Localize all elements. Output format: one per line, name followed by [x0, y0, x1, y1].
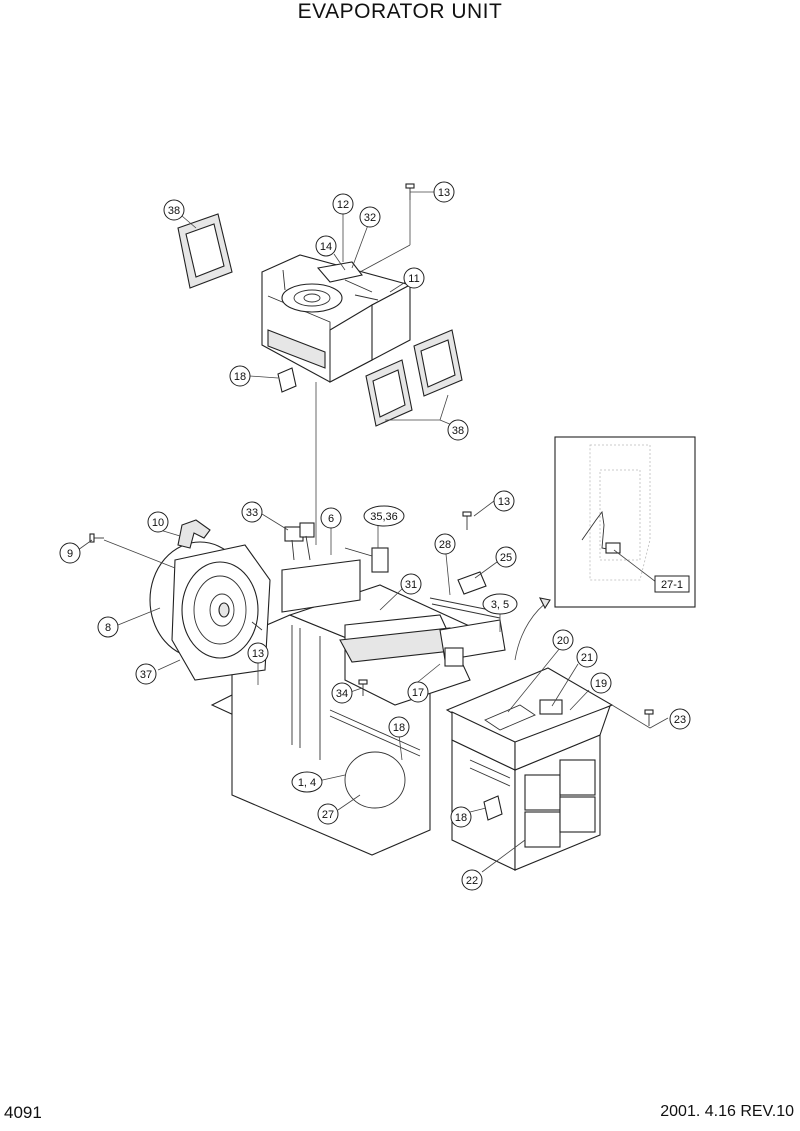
svg-text:22: 22: [466, 875, 478, 887]
callout-27-1: 27-1: [654, 575, 690, 593]
callout-9: 9: [59, 542, 81, 564]
callout-14: 14: [315, 235, 337, 257]
callout-3-5: 3, 5: [482, 593, 518, 615]
svg-text:35,36: 35,36: [370, 511, 398, 523]
callout-11: 11: [403, 267, 425, 289]
svg-text:33: 33: [246, 507, 258, 519]
svg-text:38: 38: [168, 205, 180, 217]
main-body-part: [210, 559, 506, 856]
svg-text:12: 12: [337, 199, 349, 211]
svg-text:18: 18: [455, 812, 467, 824]
clamp-part: [457, 571, 487, 595]
svg-text:10: 10: [152, 517, 164, 529]
callout-38: 38: [447, 419, 469, 441]
svg-text:13: 13: [438, 187, 450, 199]
svg-text:18: 18: [393, 722, 405, 734]
svg-text:17: 17: [412, 687, 424, 699]
svg-text:27: 27: [322, 809, 334, 821]
callout-18: 18: [450, 806, 472, 828]
gasket-38-top: [177, 213, 233, 289]
callout-25: 25: [495, 546, 517, 568]
callout-27: 27: [317, 803, 339, 825]
svg-text:11: 11: [408, 273, 419, 285]
callout-18: 18: [229, 365, 251, 387]
callout-1-4: 1, 4: [291, 771, 323, 793]
screw-icon: [89, 183, 654, 726]
svg-text:25: 25: [500, 552, 512, 564]
callout-37: 37: [135, 663, 157, 685]
page-number: 4091: [4, 1103, 42, 1122]
callout-6: 6: [320, 507, 342, 529]
callout-8: 8: [97, 616, 119, 638]
callout-13: 13: [247, 642, 269, 664]
svg-text:1, 4: 1, 4: [298, 777, 316, 789]
callout-32: 32: [359, 206, 381, 228]
callout-35-36: 35,36: [363, 505, 405, 527]
svg-text:3, 5: 3, 5: [491, 599, 509, 611]
control-box-part: [445, 667, 614, 871]
svg-text:28: 28: [439, 539, 451, 551]
svg-text:37: 37: [140, 669, 152, 681]
page-title: EVAPORATOR UNIT: [297, 0, 503, 23]
callout-18: 18: [388, 716, 410, 738]
clip-18-box: [483, 795, 503, 821]
clip-18-top: [277, 367, 297, 393]
svg-text:19: 19: [595, 678, 607, 690]
svg-text:14: 14: [320, 241, 332, 253]
callout-22: 22: [461, 869, 483, 891]
svg-text:6: 6: [328, 513, 334, 525]
hose-part: [177, 519, 211, 549]
svg-text:18: 18: [234, 371, 246, 383]
svg-text:32: 32: [364, 212, 376, 224]
connector-33-part: [284, 522, 315, 561]
svg-text:13: 13: [498, 496, 510, 508]
callout-19: 19: [590, 672, 612, 694]
svg-text:8: 8: [105, 622, 111, 634]
callout-31: 31: [400, 573, 422, 595]
upper-case-part: [261, 254, 412, 383]
callout-38: 38: [163, 199, 185, 221]
connector-35-part: [344, 547, 389, 573]
svg-text:27-1: 27-1: [661, 579, 683, 591]
callout-23: 23: [669, 708, 691, 730]
svg-text:34: 34: [336, 688, 348, 700]
revision-date: 2001. 4.16 REV.10: [660, 1103, 794, 1120]
gasket-38-right: [365, 329, 463, 427]
callout-10: 10: [147, 511, 169, 533]
svg-text:21: 21: [581, 652, 593, 664]
callout-33: 33: [241, 501, 263, 523]
callout-34: 34: [331, 682, 353, 704]
svg-text:31: 31: [405, 579, 417, 591]
svg-text:23: 23: [674, 714, 686, 726]
callout-17: 17: [407, 681, 429, 703]
callout-12: 12: [332, 193, 354, 215]
blower-motor-part: [149, 541, 271, 681]
callout-13: 13: [493, 490, 515, 512]
svg-text:13: 13: [252, 648, 264, 660]
svg-text:9: 9: [67, 548, 73, 560]
callout-20: 20: [552, 629, 574, 651]
callout-21: 21: [576, 646, 598, 668]
callout-28: 28: [434, 533, 456, 555]
callout-13: 13: [433, 181, 455, 203]
svg-text:38: 38: [452, 425, 464, 437]
svg-text:20: 20: [557, 635, 569, 647]
